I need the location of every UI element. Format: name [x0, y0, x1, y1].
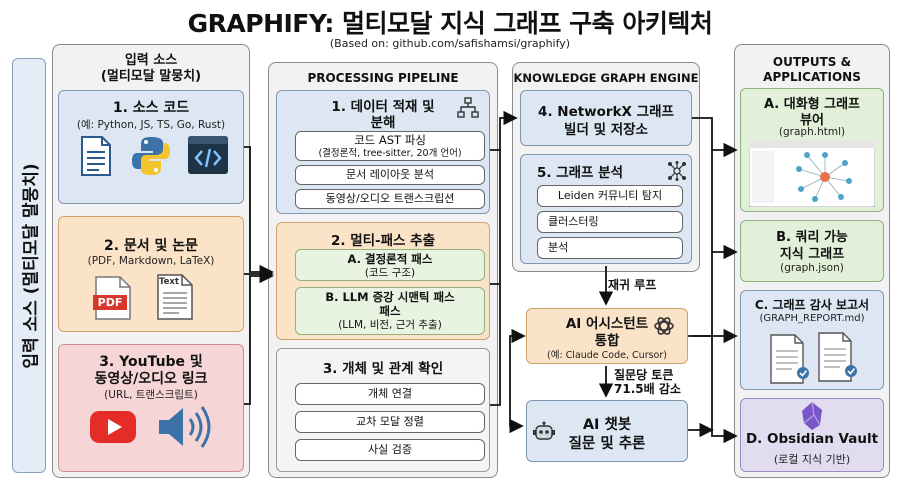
connector-arrows — [0, 0, 900, 491]
